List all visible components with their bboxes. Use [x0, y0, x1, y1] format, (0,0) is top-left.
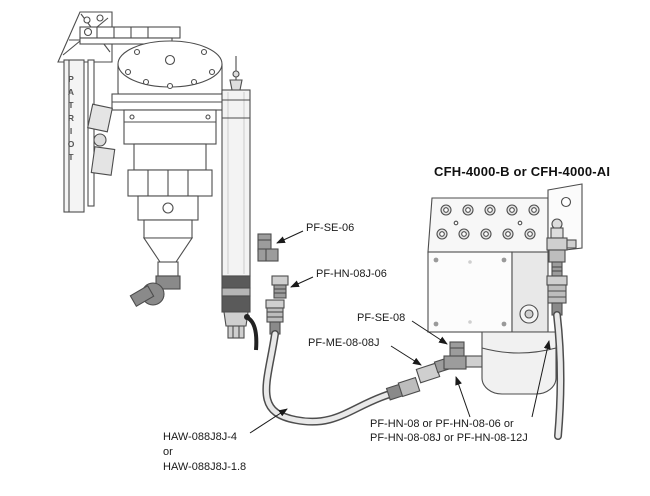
label-pf-hn-08j-06: PF-HN-08J-06	[316, 268, 387, 280]
label-pf-hn-options-line2: PF-HN-08-08J or PF-HN-08-12J	[370, 432, 528, 444]
pump-body	[123, 109, 217, 239]
arrow-pf-hn-08j-06	[290, 276, 314, 288]
label-pf-se-06: PF-SE-06	[306, 222, 355, 234]
canister	[481, 331, 557, 395]
outlet-valve-stack	[546, 218, 577, 316]
fitting-pf-se-06	[257, 233, 279, 262]
label-pf-se-08: PF-SE-08	[357, 312, 406, 324]
air-motor	[111, 40, 229, 114]
arrow-pf-se-06	[276, 230, 304, 244]
label-pf-hn-options-line1: PF-HN-08 or PF-HN-08-06 or	[370, 418, 514, 430]
label-haw-hose-line2: or	[163, 446, 173, 458]
arrow-pf-se-08	[411, 320, 448, 345]
label-pf-me-08-08j: PF-ME-08-08J	[308, 337, 380, 349]
label-haw-hose-line1: HAW-088J8J-4	[163, 431, 237, 443]
top-plate	[427, 197, 549, 253]
pump-assembly	[57, 11, 259, 351]
side-bracket	[63, 59, 116, 213]
brand-text: PATRIOT	[66, 74, 76, 165]
mount-rail	[79, 26, 181, 45]
arrow-pf-me-08-08j	[390, 345, 422, 366]
hose-assembly	[262, 299, 421, 426]
filter-heater-unit	[427, 183, 583, 440]
leader-arrows	[249, 230, 551, 434]
arrow-pf-hn-right	[531, 340, 551, 418]
fitting-pf-se-08	[443, 341, 483, 370]
arrow-haw-hose	[249, 408, 288, 434]
unit-title: CFH-4000-B or CFH-4000-AI	[434, 164, 611, 179]
pump-lower-outlet	[129, 237, 194, 307]
outlet-hose	[553, 311, 565, 440]
label-haw-hose-line3: HAW-088J8J-1.8	[163, 461, 247, 473]
fitting-pf-hn-08j-06	[271, 275, 289, 299]
arrow-pf-hn-left	[455, 376, 471, 418]
unit-body	[427, 251, 549, 333]
suction-tube	[221, 56, 259, 351]
